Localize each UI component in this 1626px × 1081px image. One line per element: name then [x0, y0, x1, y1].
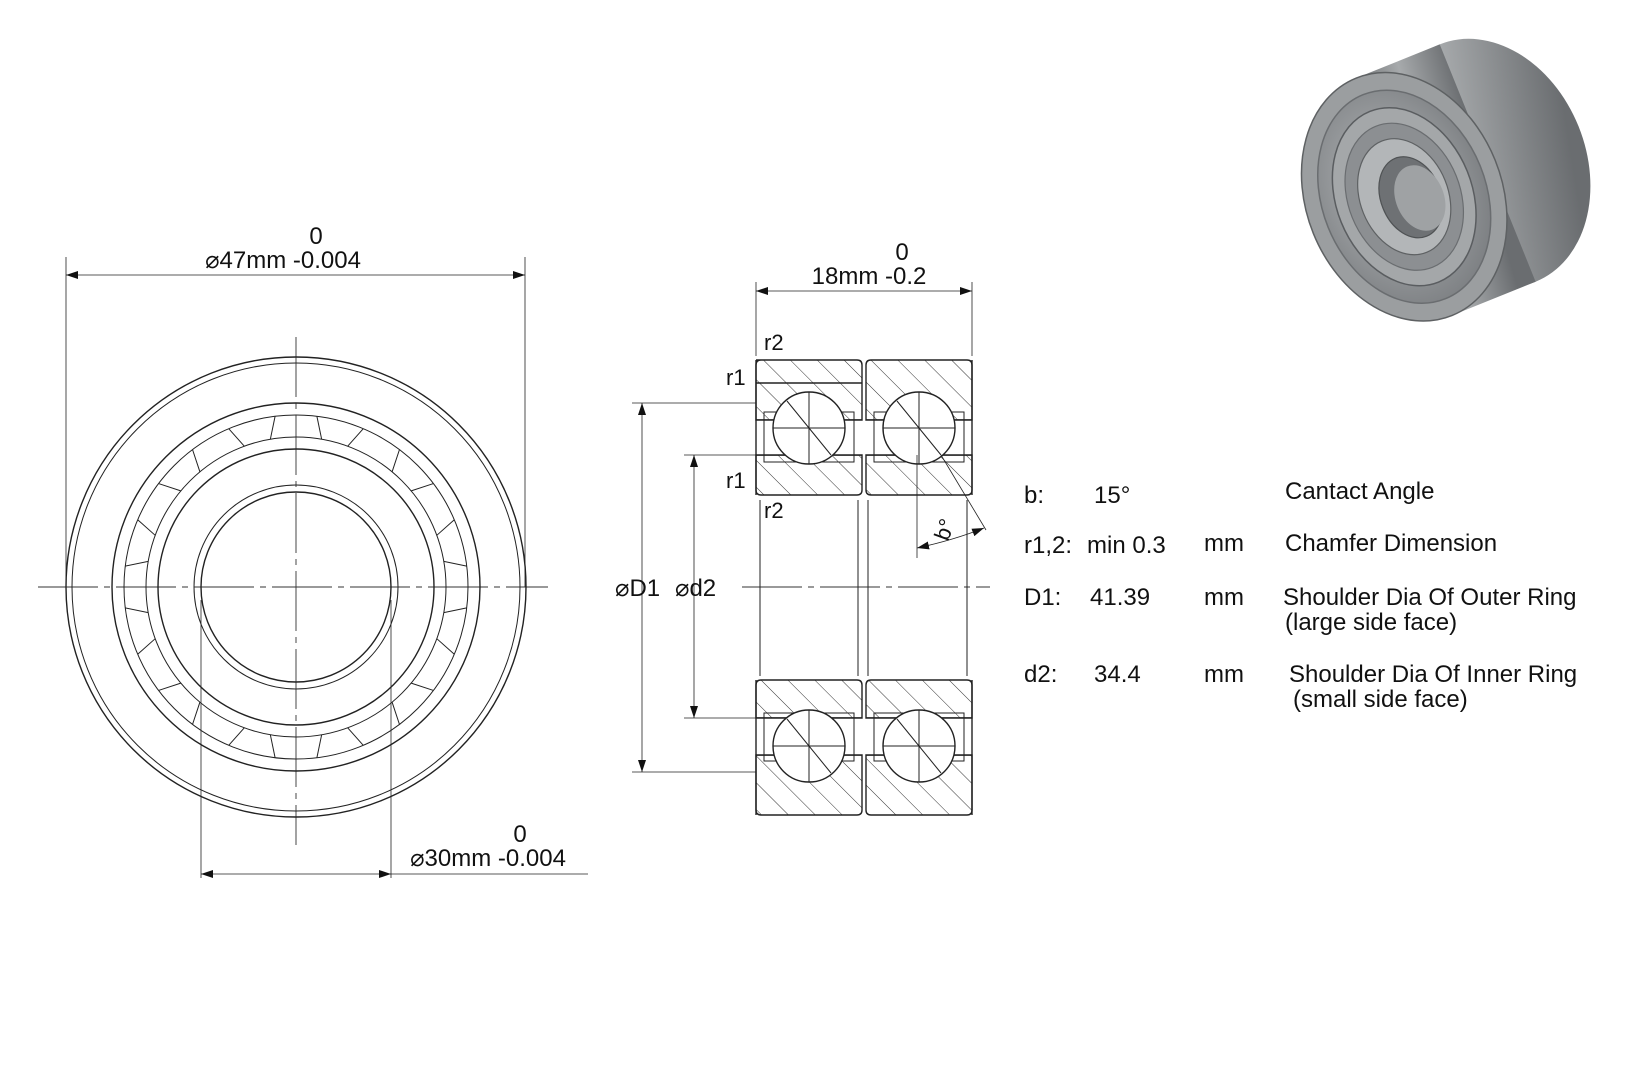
chamfer-r1-mid: r1 — [726, 468, 746, 493]
cage-pocket-edge — [443, 560, 467, 567]
cage-pocket-edge — [158, 483, 181, 492]
cage-pocket-edge — [228, 727, 245, 746]
cage-pocket-edge — [316, 734, 323, 758]
cage-pockets — [125, 416, 467, 758]
cage-pocket-edge — [137, 519, 156, 536]
cage-pocket-edge — [411, 483, 434, 492]
cage-pocket-edge — [269, 416, 276, 440]
spec-value-b: 15° — [1094, 482, 1130, 509]
contact-angle-label: b° — [929, 515, 960, 543]
chamfer-r2-top: r2 — [764, 330, 784, 355]
spec-unit-r12: mm — [1204, 530, 1244, 557]
spec-key-d1: D1: — [1024, 584, 1061, 611]
cage-pocket-edge — [347, 727, 364, 746]
spec-key-d2: d2: — [1024, 661, 1057, 688]
cage-pocket-edge — [443, 607, 467, 614]
cage-pocket-edge — [192, 449, 201, 472]
spec-desc-d1: Shoulder Dia Of Outer Ring — [1283, 584, 1576, 611]
cage-pocket-edge — [137, 638, 156, 655]
cage-pocket-edge — [436, 638, 455, 655]
cage-pocket-edge — [391, 449, 400, 472]
bearing-3d-render — [1300, 38, 1591, 322]
outer-diameter-tolerance-top: 0 — [309, 223, 322, 250]
spec-table: b: 15° Cantact Angle r1,2: min 0.3 mm Ch… — [1024, 478, 1577, 713]
width-tolerance-top: 0 — [895, 239, 908, 266]
spec-value-d1: 41.39 — [1090, 584, 1150, 611]
bore-diameter-tolerance-top: 0 — [513, 821, 526, 848]
cage-pocket-edge — [192, 702, 201, 725]
front-view — [38, 337, 548, 845]
bore-diameter-dimension: 0 ⌀30mm -0.004 — [200, 600, 588, 878]
chamfer-labels: r2 r1 r1 r2 — [726, 330, 784, 523]
cage-pocket-edge — [125, 607, 149, 614]
spec-desc2-d2: (small side face) — [1293, 686, 1468, 713]
spec-desc2-d1: (large side face) — [1285, 609, 1457, 636]
bore-diameter-label: ⌀30mm -0.004 — [410, 845, 566, 872]
cage-pocket-edge — [125, 560, 149, 567]
spec-desc-d2: Shoulder Dia Of Inner Ring — [1289, 661, 1577, 688]
outer-diameter-dimension: 0 ⌀47mm -0.004 — [65, 223, 526, 587]
spec-key-b: b: — [1024, 482, 1044, 509]
cage-pocket-edge — [316, 416, 323, 440]
spec-desc-r12: Chamfer Dimension — [1285, 530, 1497, 557]
outer-diameter-label: ⌀47mm -0.004 — [205, 247, 361, 274]
shoulder-dimensions: ⌀D1 ⌀d2 — [615, 402, 756, 773]
width-dimension: 0 18mm -0.2 — [755, 239, 973, 356]
shoulder-d2-label: ⌀d2 — [675, 575, 716, 602]
spec-unit-d2: mm — [1204, 661, 1244, 688]
cage-pocket-edge — [411, 682, 434, 691]
spec-key-r12: r1,2: — [1024, 532, 1072, 559]
width-label: 18mm -0.2 — [812, 263, 927, 290]
cage-pocket-edge — [391, 702, 400, 725]
cage-pocket-edge — [347, 428, 364, 447]
chamfer-r2-mid: r2 — [764, 498, 784, 523]
spec-unit-d1: mm — [1204, 584, 1244, 611]
cage-pocket-edge — [158, 682, 181, 691]
spec-value-r12: min 0.3 — [1087, 532, 1166, 559]
spec-desc-b: Cantact Angle — [1285, 478, 1434, 505]
section-view — [742, 359, 990, 816]
cage-pocket-edge — [269, 734, 276, 758]
chamfer-r1-top: r1 — [726, 365, 746, 390]
cage-pocket-edge — [228, 428, 245, 447]
shoulder-d1-label: ⌀D1 — [615, 575, 660, 602]
cage-pocket-edge — [436, 519, 455, 536]
spec-value-d2: 34.4 — [1094, 661, 1141, 688]
